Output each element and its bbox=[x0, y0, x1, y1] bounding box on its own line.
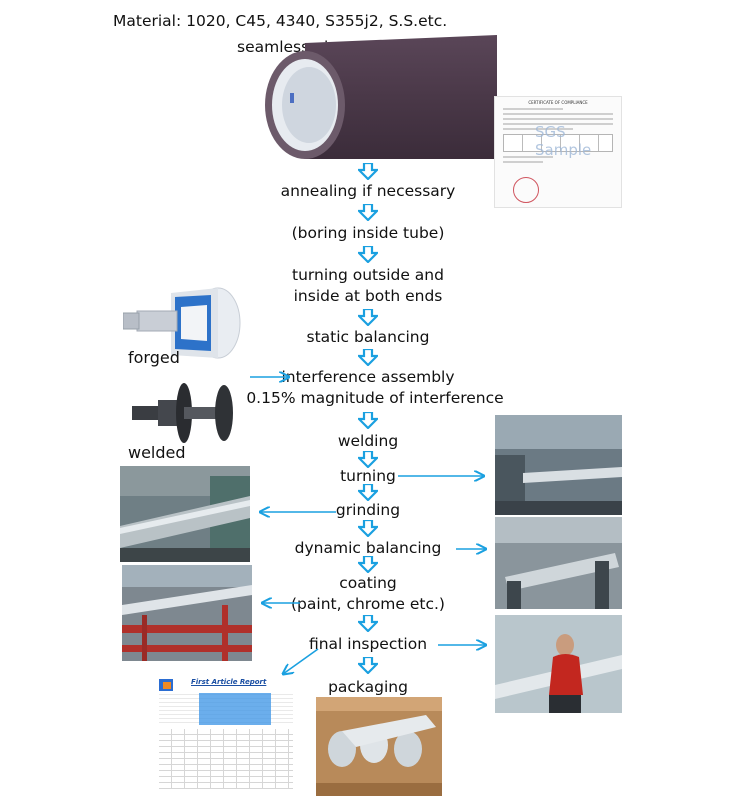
dynamic-balancing-photo bbox=[495, 517, 622, 609]
caption-welded: welded bbox=[128, 443, 186, 462]
grinding-photo bbox=[120, 466, 250, 562]
report-title: First Article Report bbox=[191, 678, 266, 686]
turning-photo bbox=[495, 415, 622, 515]
arrow-final-to-report bbox=[283, 649, 318, 674]
first-article-report: First Article Report bbox=[157, 677, 295, 792]
caption-forged: forged bbox=[128, 348, 180, 367]
coating-photo bbox=[122, 565, 252, 661]
packaging-photo bbox=[316, 697, 442, 796]
final-inspection-photo bbox=[495, 615, 622, 713]
